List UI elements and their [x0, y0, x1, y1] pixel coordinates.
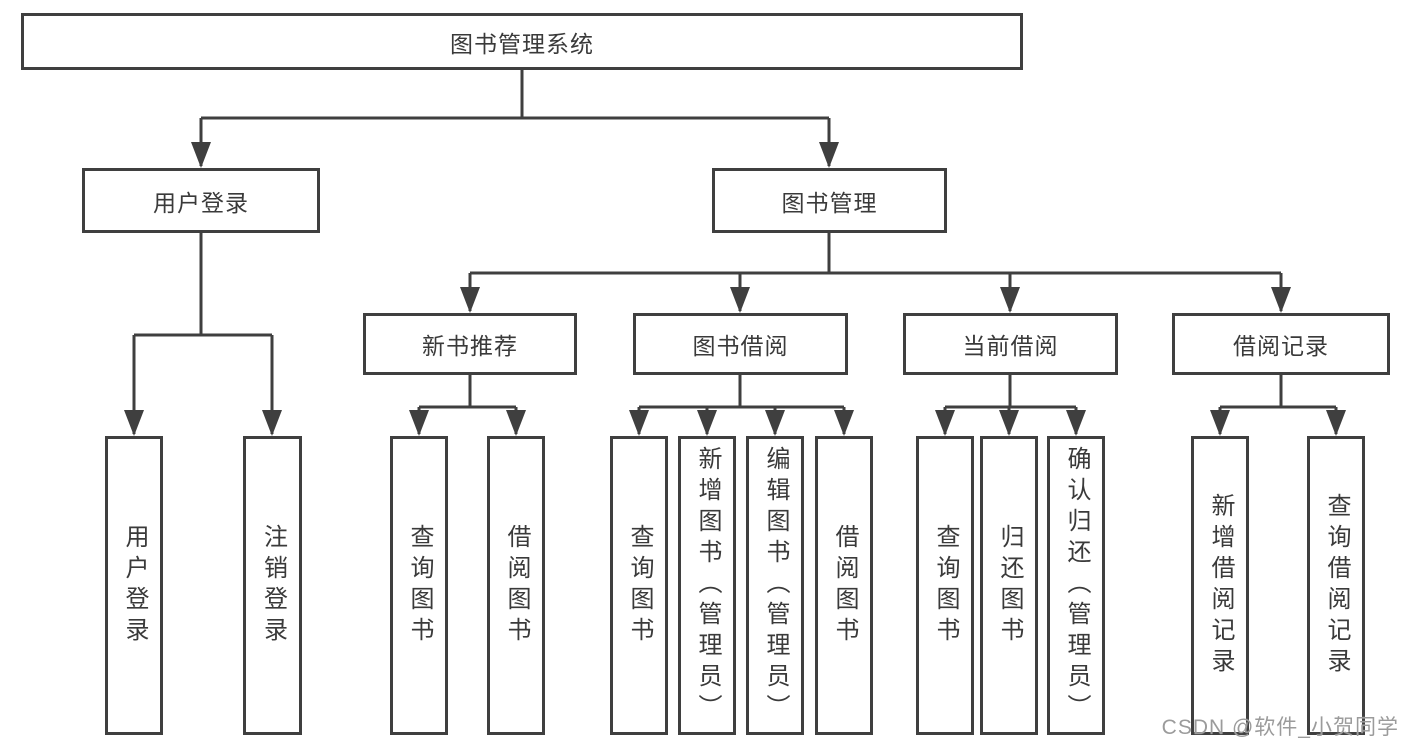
leaf-confirm-return-admin: 确认归还（管理员）	[1047, 436, 1105, 735]
leaf-edit-book-admin-label: 编辑图书（管理员）	[762, 446, 789, 725]
node-borrowing-records: 借阅记录	[1172, 313, 1390, 375]
node-user-login: 用户登录	[82, 168, 320, 233]
leaf-query-books-recommend-label: 查询图书	[406, 523, 433, 648]
leaf-confirm-return-admin-label: 确认归还（管理员）	[1063, 446, 1090, 725]
node-new-book-recommendation-label: 新书推荐	[422, 333, 518, 359]
node-book-management: 图书管理	[712, 168, 947, 233]
leaf-query-books-borrowing-label: 查询图书	[626, 523, 653, 648]
node-book-borrowing: 图书借阅	[633, 313, 848, 375]
leaf-add-borrow-record: 新增借阅记录	[1191, 436, 1249, 735]
leaf-query-books-current-label: 查询图书	[932, 523, 959, 648]
node-current-borrowing-label: 当前借阅	[962, 333, 1059, 359]
leaf-add-borrow-record-label: 新增借阅记录	[1207, 492, 1234, 679]
leaf-add-book-admin: 新增图书（管理员）	[678, 436, 736, 735]
leaf-query-books-recommend: 查询图书	[390, 436, 448, 735]
leaf-query-borrow-record-label: 查询借阅记录	[1323, 492, 1350, 679]
leaf-borrow-books-recommend-label: 借阅图书	[503, 523, 530, 648]
leaf-query-books-borrowing: 查询图书	[610, 436, 668, 735]
leaf-query-books-current: 查询图书	[916, 436, 974, 735]
leaf-user-login: 用户登录	[105, 436, 163, 735]
node-user-login-label: 用户登录	[153, 189, 249, 216]
leaf-query-borrow-record: 查询借阅记录	[1307, 436, 1365, 735]
leaf-user-login-label: 用户登录	[121, 523, 148, 648]
leaf-return-books: 归还图书	[980, 436, 1038, 735]
node-new-book-recommendation: 新书推荐	[363, 313, 577, 375]
leaf-borrow-books-borrowing: 借阅图书	[815, 436, 873, 735]
watermark: CSDN @软件_小贺同学	[1161, 716, 1399, 739]
leaf-logout-label: 注销登录	[259, 523, 287, 648]
node-library-system: 图书管理系统	[21, 13, 1023, 70]
node-borrowing-records-label: 借阅记录	[1233, 333, 1329, 359]
leaf-borrow-books-borrowing-label: 借阅图书	[831, 523, 858, 648]
leaf-logout: 注销登录	[243, 436, 302, 735]
node-book-management-label: 图书管理	[781, 189, 878, 216]
node-current-borrowing: 当前借阅	[903, 313, 1118, 375]
leaf-borrow-books-recommend: 借阅图书	[487, 436, 545, 735]
leaf-edit-book-admin: 编辑图书（管理员）	[746, 436, 804, 735]
node-book-borrowing-label: 图书借阅	[692, 333, 789, 359]
leaf-add-book-admin-label: 新增图书（管理员）	[694, 446, 721, 725]
leaf-return-books-label: 归还图书	[996, 523, 1023, 648]
node-library-system-label: 图书管理系统	[450, 30, 594, 57]
